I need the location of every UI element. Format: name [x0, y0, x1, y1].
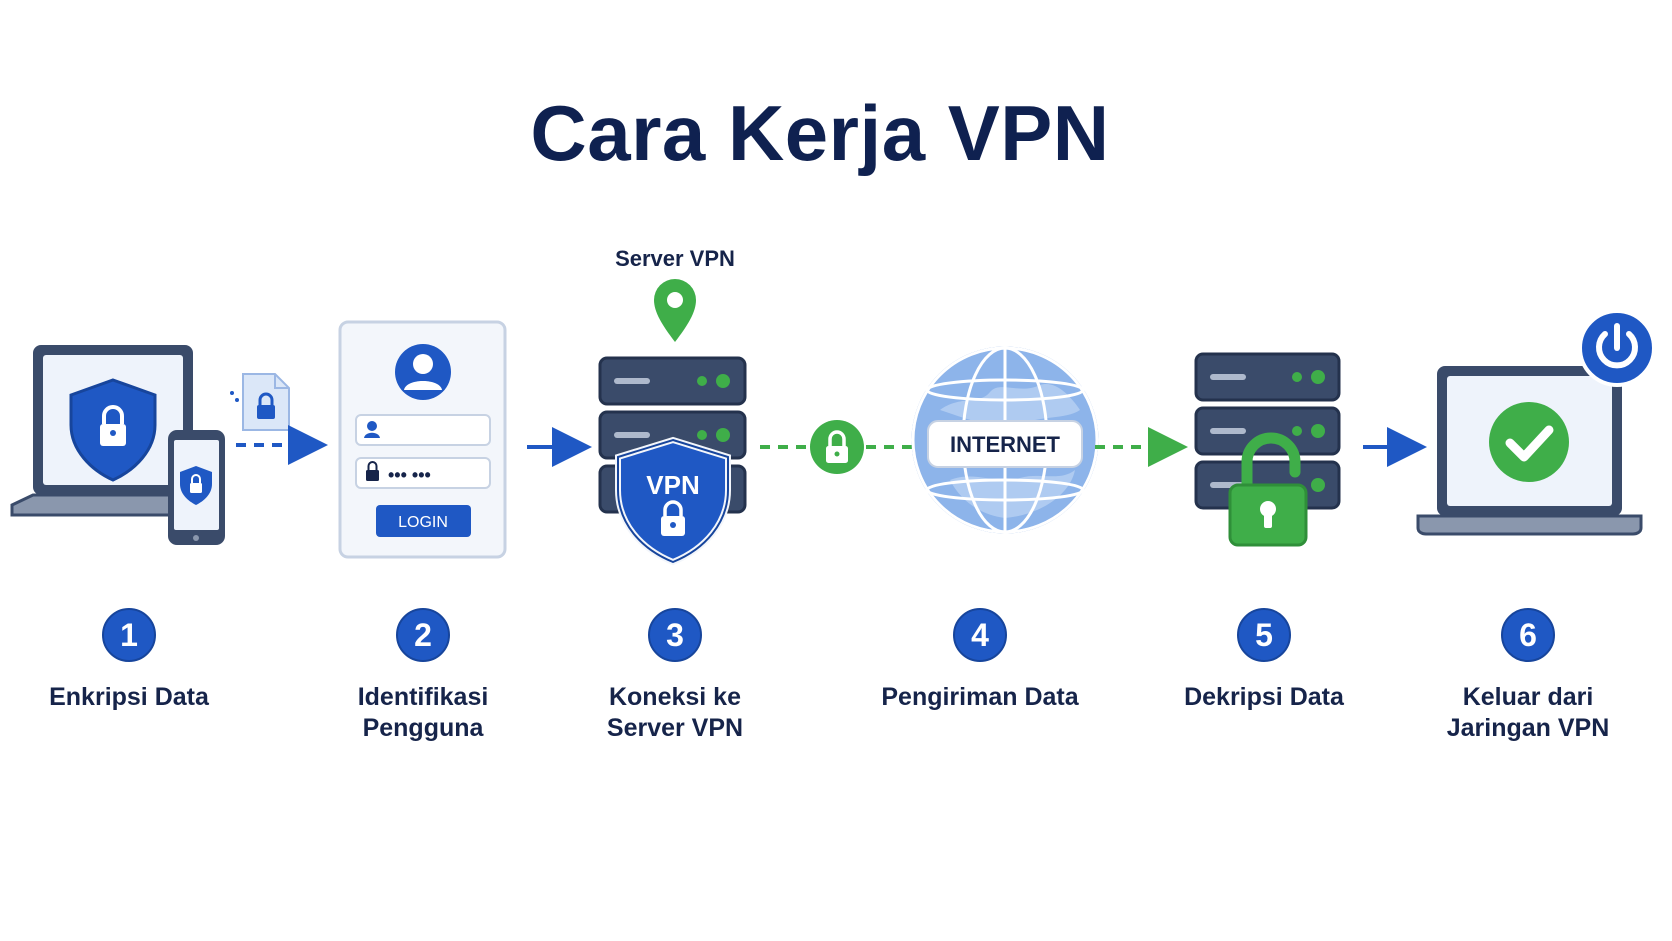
- login-card: ••• ••• LOGIN: [338, 320, 507, 559]
- step-5-label-line-1: Dekripsi Data: [1184, 683, 1344, 711]
- step-3-label-line-2: Server VPN: [606, 714, 744, 742]
- vpn-shield-icon: VPN: [615, 436, 731, 566]
- step-6-label: Keluar dari Jaringan VPN: [1408, 682, 1648, 744]
- step-2-label-line-1: Identifikasi: [357, 683, 489, 711]
- step-6-number: 6: [1501, 608, 1555, 662]
- login-button: [376, 505, 471, 537]
- step-4-label-line-1: Pengiriman Data: [881, 683, 1079, 711]
- shield-lock-icon: [69, 378, 157, 482]
- vpn-shield-text: VPN: [646, 470, 699, 500]
- password-mask: ••• •••: [388, 465, 431, 485]
- step-3-number: 3: [648, 608, 702, 662]
- internet-badge: INTERNET: [927, 420, 1083, 468]
- open-lock-icon: [1228, 432, 1308, 547]
- step-4-number: 4: [953, 608, 1007, 662]
- phone-icon: [168, 430, 225, 545]
- step-3-label: Koneksi ke Server VPN: [555, 682, 795, 744]
- step-2-label: Identifikasi Pengguna: [303, 682, 543, 744]
- lock-icon: [366, 461, 379, 481]
- user-icon: [395, 344, 451, 400]
- step-6-label-line-1: Keluar dari: [1462, 683, 1594, 711]
- step-1-label: Enkripsi Data: [9, 682, 249, 713]
- location-pin-icon: [654, 279, 696, 342]
- step-6-label-line-2: Jaringan VPN: [1446, 714, 1610, 742]
- power-icon[interactable]: [1578, 309, 1656, 387]
- internet-label: INTERNET: [950, 432, 1061, 457]
- lock-icon: [810, 420, 864, 474]
- server-label: Server VPN: [615, 246, 735, 271]
- page-title: Cara Kerja VPN: [530, 89, 1110, 177]
- step-5-label: Dekripsi Data: [1144, 682, 1384, 713]
- file-lock-icon: [230, 373, 290, 431]
- password-field: [355, 457, 491, 489]
- step-1-number: 1: [102, 608, 156, 662]
- step-2-label-line-2: Pengguna: [362, 714, 484, 742]
- check-icon: [1489, 402, 1569, 482]
- step-3-label-line-1: Koneksi ke: [608, 683, 741, 711]
- username-field: [355, 414, 491, 446]
- step-1-label-line-1: Enkripsi Data: [49, 683, 209, 711]
- step-5-number: 5: [1237, 608, 1291, 662]
- login-button-label: LOGIN: [398, 514, 448, 531]
- step-2-number: 2: [396, 608, 450, 662]
- step-4-label: Pengiriman Data: [860, 682, 1100, 713]
